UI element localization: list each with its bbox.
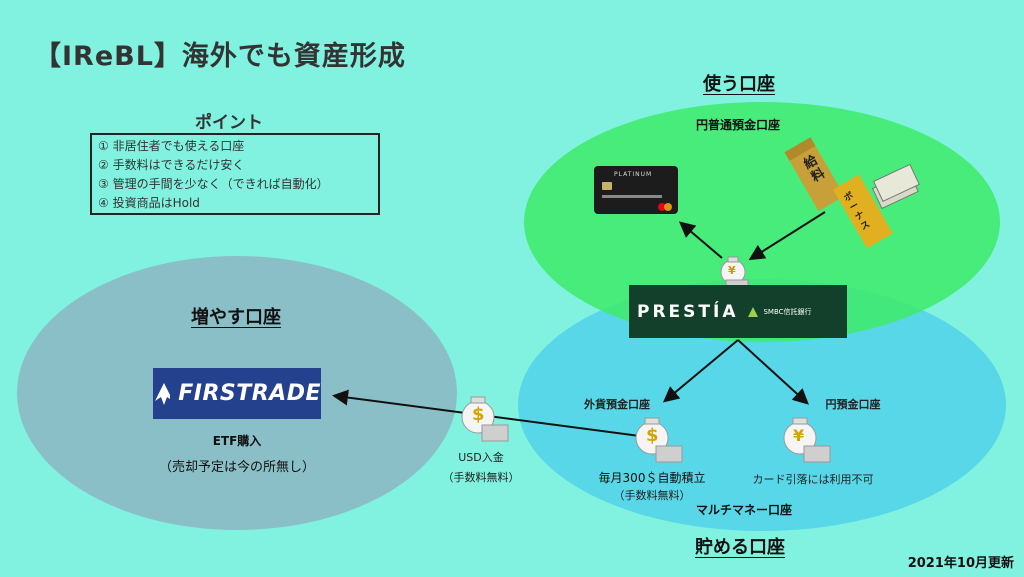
monthly-fee: （手数料無料） xyxy=(613,489,691,502)
grow-account-heading: 増やす口座 xyxy=(191,307,281,328)
arrow-prestia-to-foreign xyxy=(662,339,739,403)
arrow-salary-to-bag xyxy=(748,211,826,261)
etf-label: ETF購入 xyxy=(212,434,262,448)
smbc-text: SMBC信託銀行 xyxy=(763,307,812,316)
firstrade-text: FIRSTRADE xyxy=(178,381,321,406)
monthly-auto-saving: 毎月300＄自動積立 xyxy=(598,471,706,485)
dollar-symbol-transfer: $ xyxy=(472,404,485,425)
firstrade-mark-icon xyxy=(155,382,171,405)
usd-deposit-label: USD入金 xyxy=(458,451,504,464)
card-debit-note: カード引落には利用不可 xyxy=(752,473,874,486)
usd-deposit-fee: （手数料無料） xyxy=(442,471,520,484)
point-item: ② 手数料はできるだけ安く xyxy=(98,158,245,172)
credit-card-icon xyxy=(594,166,678,214)
points-heading: ポイント xyxy=(195,113,263,133)
point-item: ④ 投資商品はHold xyxy=(98,196,200,210)
yen-moneybag-yen-icon xyxy=(783,417,831,463)
use-account-ellipse xyxy=(524,102,1000,342)
points-box: ① 非居住者でも使える口座 ② 手数料はできるだけ安く ③ 管理の手間を少なく（… xyxy=(90,133,380,215)
yen-symbol-yen: ¥ xyxy=(793,426,805,445)
prestia-logo: PRESTÍA SMBC信託銀行 xyxy=(629,285,847,338)
salary-envelope-icon xyxy=(784,137,845,212)
smbc-leaf-icon xyxy=(748,306,759,317)
prestia-brand: PRESTÍA xyxy=(637,301,739,322)
arrow-prestia-to-yen xyxy=(737,339,809,405)
grow-account-note: （売却予定は今の所無し） xyxy=(158,460,316,475)
page-title: 【IReBL】海外でも資産形成 xyxy=(34,41,406,72)
arrow-bag-to-card xyxy=(678,221,723,259)
update-date: 2021年10月更新 xyxy=(907,556,1014,571)
yen-symbol-top: ¥ xyxy=(728,264,736,277)
save-account-ellipse xyxy=(518,279,1006,531)
dollar-moneybag-foreign-icon xyxy=(635,417,683,463)
foreign-deposit-label: 外貨預金口座 xyxy=(584,398,650,411)
use-account-heading: 使う口座 xyxy=(703,74,775,95)
smbc-label: SMBC信託銀行 xyxy=(746,305,812,319)
yen-moneybag-top-icon xyxy=(720,256,749,289)
yen-deposit-label: 円預金口座 xyxy=(825,398,881,411)
save-account-heading: 貯める口座 xyxy=(695,537,785,558)
point-item: ③ 管理の手間を少なく（できれば自動化） xyxy=(98,177,329,191)
point-item: ① 非居住者でも使える口座 xyxy=(98,139,245,153)
firstrade-logo: FIRSTRADE xyxy=(153,368,321,419)
card-label: PLATINUM xyxy=(614,171,653,178)
dollar-moneybag-transfer-icon xyxy=(461,396,509,442)
use-account-sub: 円普通預金口座 xyxy=(695,118,781,132)
dollar-symbol-foreign: $ xyxy=(646,425,659,446)
multi-money-label: マルチマネー口座 xyxy=(695,503,793,517)
bonus-envelope-icon xyxy=(832,163,920,249)
